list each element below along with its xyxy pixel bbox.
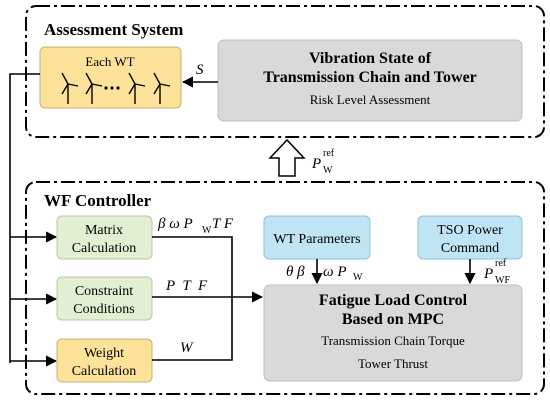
wind-turbine-icon-2 <box>85 72 103 104</box>
param-signals-left: θ β <box>286 264 305 280</box>
constraint-conditions-line2: Conditions <box>73 302 134 317</box>
s-signal-label: S <box>196 62 204 78</box>
fatigue-load-control-line2: Based on MPC <box>342 311 444 328</box>
fatigue-load-control-box <box>263 284 523 382</box>
p-w-ref-label: P W ref <box>311 148 336 177</box>
transmission-chain-torque-label: Transmission Chain Torque <box>321 333 465 348</box>
matrix-to-mpc-line <box>152 236 233 297</box>
weight-calculation-line2: Calculation <box>72 364 137 379</box>
risk-level-assessment-label: Risk Level Assessment <box>310 92 431 107</box>
vibration-state-title-line2: Transmission Chain and Tower <box>263 69 477 86</box>
wind-turbine-icon-4 <box>153 72 171 104</box>
constraint-conditions-line1: Constraint <box>75 284 133 299</box>
weight-signal-label: W <box>180 340 194 356</box>
wt-parameters-label: WT Parameters <box>273 232 360 247</box>
assessment-system-frame <box>25 5 545 138</box>
wind-turbine-icon-3 <box>128 72 146 104</box>
tso-power-command-line1: TSO Power <box>437 223 503 238</box>
param-signals-right: ω P W <box>323 264 363 283</box>
each-wt-output-line <box>9 73 40 363</box>
wind-turbine-icons <box>61 72 171 104</box>
assessment-system-title: Assessment System <box>44 20 183 39</box>
matrix-signals-label: β ω P W T F <box>157 216 234 237</box>
p-wf-ref-label: P WF ref <box>483 258 514 287</box>
tower-thrust-label: Tower Thrust <box>358 356 428 371</box>
each-wt-box <box>39 46 182 109</box>
weight-calculation-line1: Weight <box>84 346 124 361</box>
each-wt-label: Each WT <box>85 54 134 69</box>
matrix-calculation-line1: Matrix <box>85 223 123 238</box>
constraint-conditions-box <box>56 276 153 321</box>
weight-to-mpc-line <box>152 297 233 361</box>
matrix-calculation-line2: Calculation <box>72 241 137 256</box>
feedback-hollow-arrow <box>268 138 306 177</box>
wf-controller-frame <box>25 181 545 395</box>
vibration-state-box <box>217 39 523 122</box>
constraint-signals-label: P T F <box>165 278 208 294</box>
wf-controller-title: WF Controller <box>44 191 152 210</box>
tso-power-command-line2: Command <box>441 241 499 256</box>
vibration-state-title-line1: Vibration State of <box>309 50 432 67</box>
ellipsis-dots <box>104 86 120 90</box>
wind-turbine-icon-1 <box>61 72 79 104</box>
fatigue-load-control-line1: Fatigue Load Control <box>319 292 468 309</box>
